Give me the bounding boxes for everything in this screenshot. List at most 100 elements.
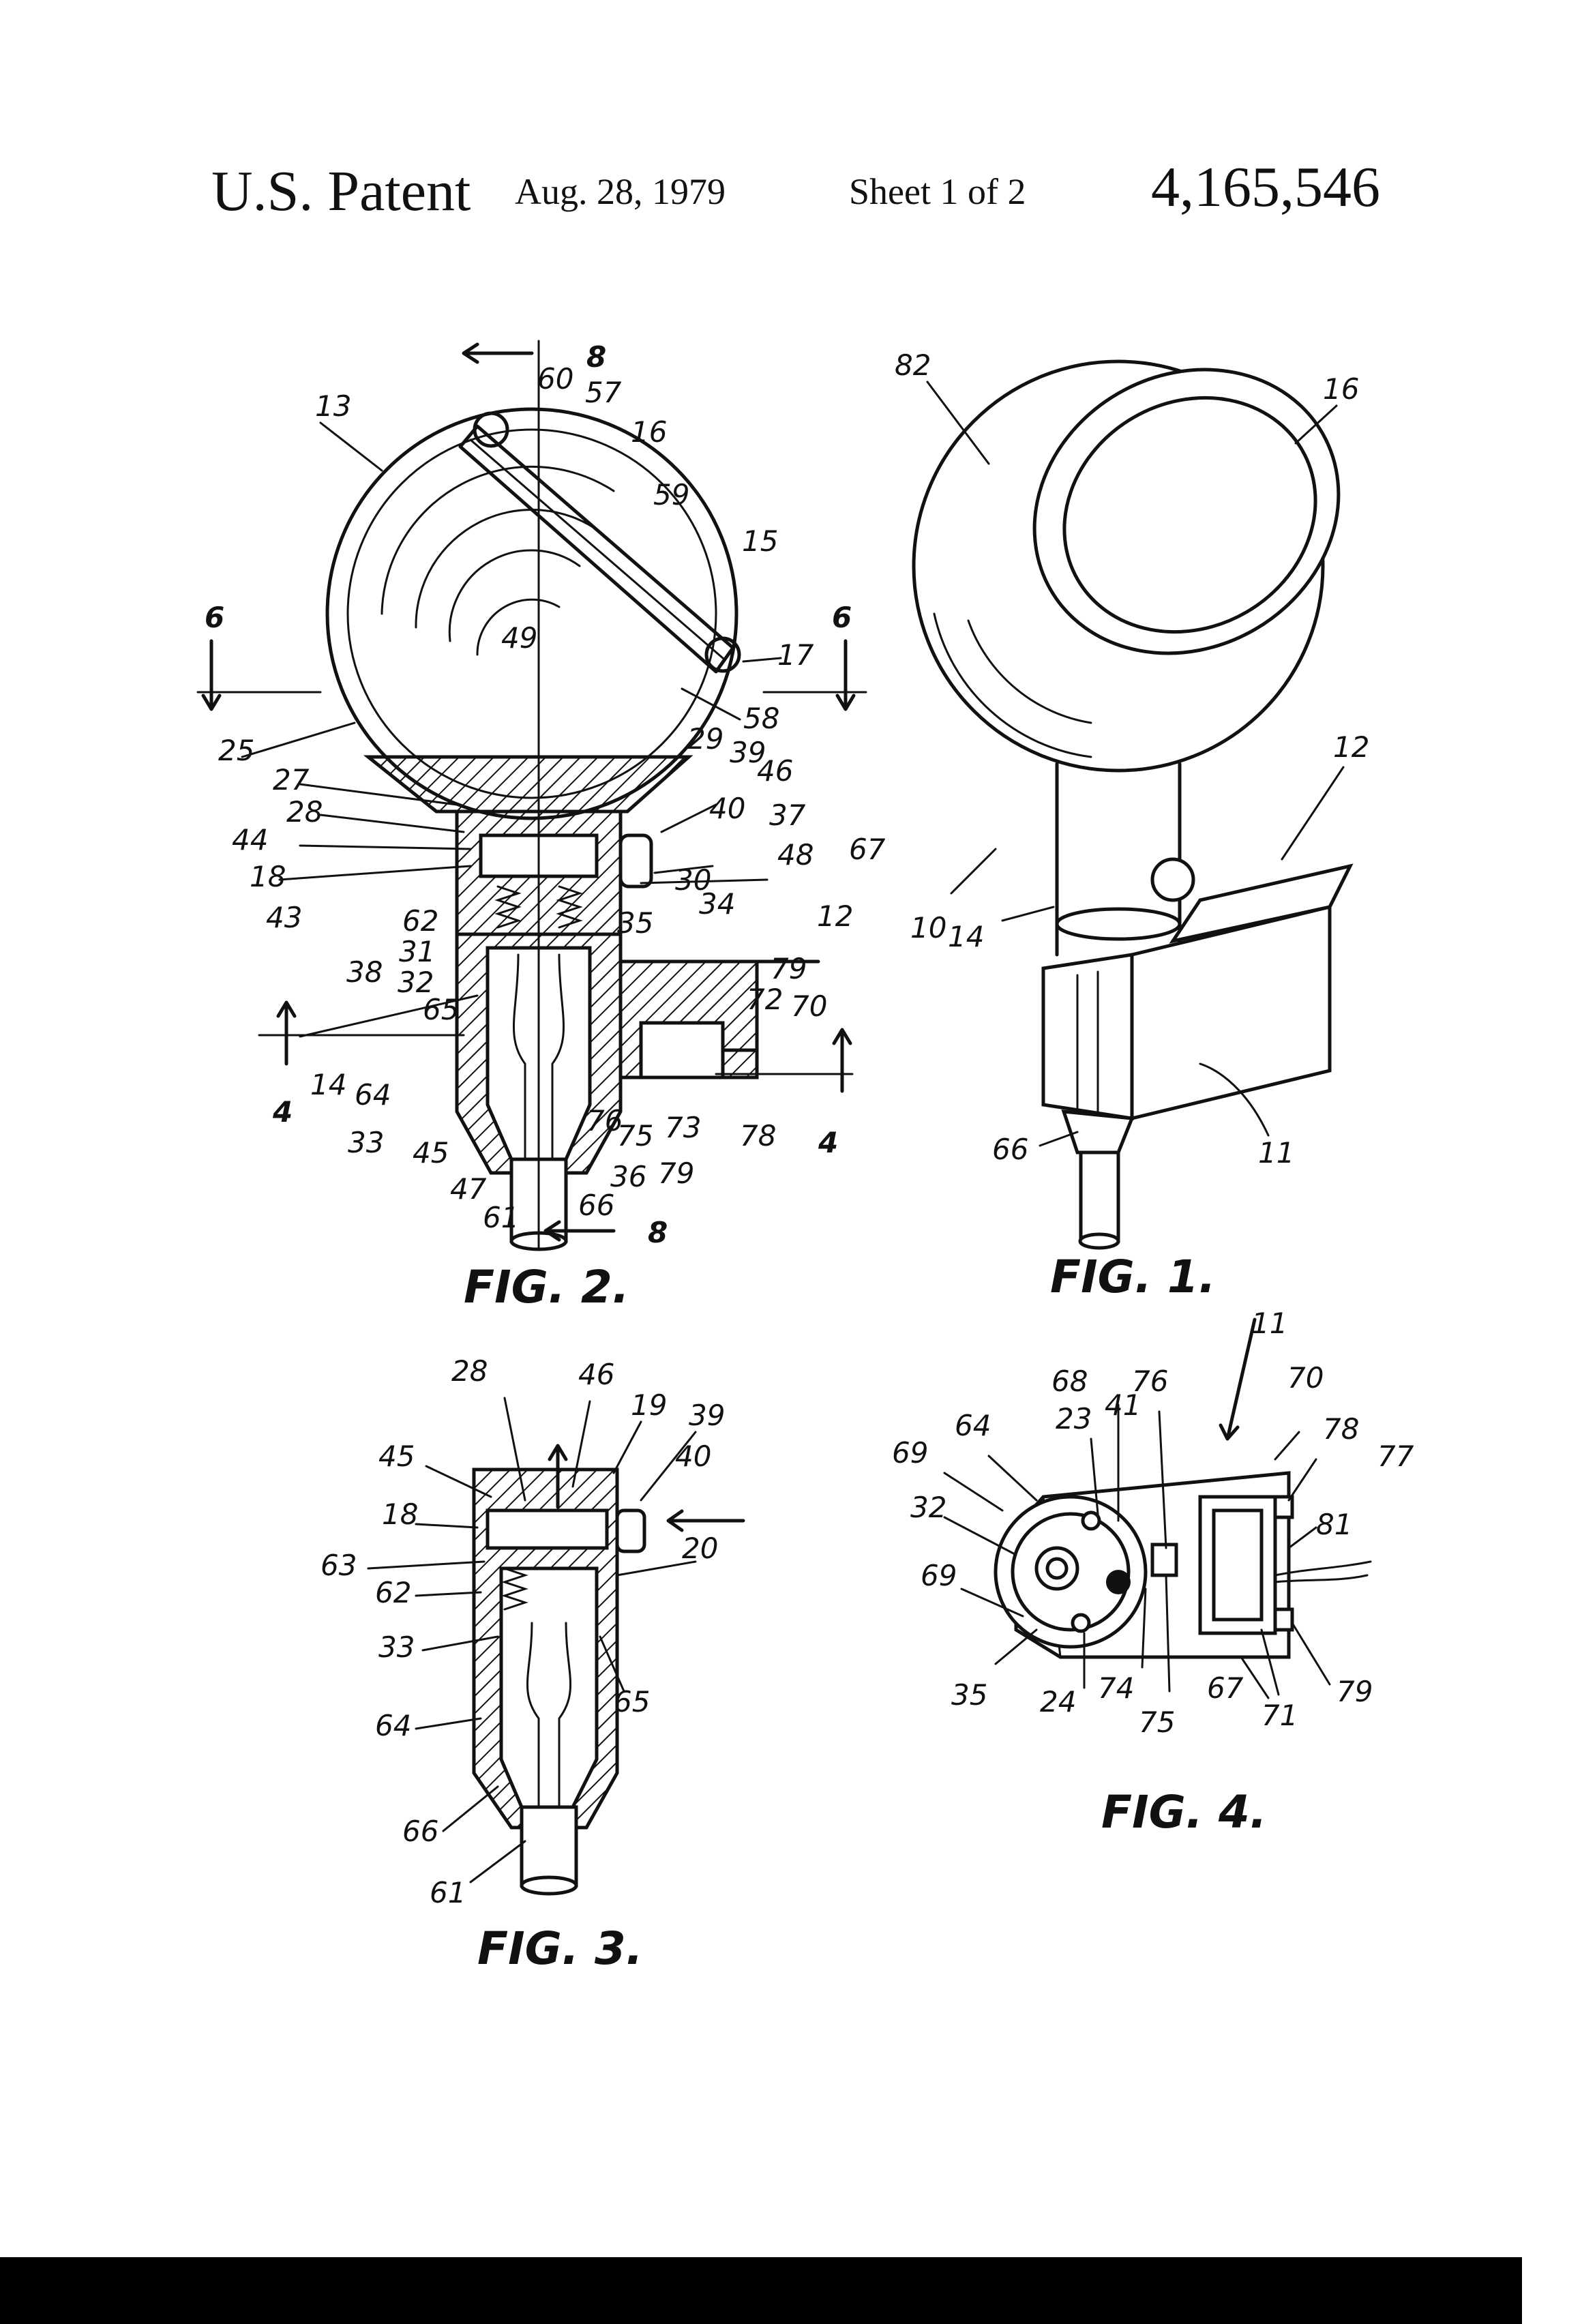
fig2-ref: 72 (747, 983, 783, 1016)
fig3-ref: 18 (382, 1498, 418, 1531)
sheet-number: Sheet 1 of 2 (849, 171, 1026, 212)
fig3-ref: 33 (378, 1630, 415, 1664)
fig3-ref: 40 (675, 1440, 711, 1473)
fig3-ref: 19 (631, 1388, 667, 1422)
fig2-ref: 44 (232, 823, 268, 856)
fig2-ref: 59 (653, 478, 689, 511)
fig4-ref: 75 (1139, 1705, 1175, 1739)
bottom-black-bar (0, 2257, 1522, 2324)
fig2-ref: 57 (585, 376, 622, 409)
fig2-ref: 30 (675, 863, 711, 897)
fig2-ref: 70 (791, 989, 827, 1023)
fig3-ref: 63 (320, 1549, 357, 1582)
fig2-ref: 8 (648, 1216, 668, 1249)
fig2-ref: 66 (578, 1189, 614, 1222)
fig2-ref: 67 (849, 833, 886, 866)
fig2-caption: FIG. 2. (464, 1261, 629, 1313)
fig2-ref: 14 (310, 1068, 346, 1101)
fig2-ref: 15 (742, 524, 778, 558)
fig2-ref: 18 (250, 860, 286, 893)
fig2-reference-numerals: 8 60 57 13 16 59 15 6 6 49 17 58 25 29 3… (205, 340, 886, 1249)
fig2-ref: 8 (586, 340, 606, 374)
fig4-drawing (943, 1317, 1372, 1699)
fig3-ref: 39 (689, 1399, 725, 1432)
fig4-ref: 32 (910, 1491, 946, 1524)
fig2-ref: 39 (730, 736, 766, 769)
fig2-ref: 4 (818, 1126, 838, 1159)
fig4-ref: 69 (921, 1559, 957, 1592)
fig3-caption: FIG. 3. (477, 1922, 643, 1975)
fig1-ref: 16 (1323, 372, 1359, 406)
fig2-ref: 37 (769, 799, 806, 832)
fig4-ref: 23 (1056, 1402, 1092, 1435)
fig4-ref: 67 (1207, 1671, 1244, 1705)
fig4-ref: 78 (1323, 1412, 1359, 1446)
fig1-ref: 14 (948, 920, 984, 953)
fig1-ref: 82 (895, 348, 931, 382)
fig4-ref: 70 (1287, 1361, 1324, 1395)
fig2-ref: 49 (501, 621, 537, 655)
fig2-ref: 43 (266, 901, 302, 934)
fig2-ref: 40 (709, 792, 745, 825)
fig3-drawing (367, 1397, 745, 1896)
fig2-drawing (196, 340, 867, 1251)
fig2-ref: 32 (398, 966, 434, 999)
fig2-ref: 79 (771, 952, 807, 985)
fig2-ref: 29 (687, 722, 723, 756)
fig3-ref: 66 (402, 1815, 438, 1848)
fig3-ref: 62 (375, 1576, 411, 1609)
fig2-ref: 13 (315, 389, 351, 423)
fig4-ref: 79 (1337, 1675, 1373, 1708)
fig2-ref: 61 (483, 1201, 519, 1234)
fig2-ref: 65 (423, 993, 459, 1026)
fig2-ref: 75 (617, 1119, 653, 1152)
fig2-ref: 46 (757, 754, 793, 788)
fig4-ref: 69 (892, 1436, 928, 1470)
fig1-caption: FIG. 1. (1050, 1251, 1216, 1303)
fig2-ref: 45 (413, 1136, 449, 1170)
patent-title: U.S. Patent (211, 160, 471, 223)
fig4-caption: FIG. 4. (1101, 1786, 1267, 1838)
fig4-ref: 11 (1251, 1307, 1287, 1340)
fig1-ref: 66 (992, 1133, 1028, 1166)
fig3-ref: 45 (378, 1440, 415, 1473)
fig2-ref: 78 (740, 1119, 776, 1152)
fig4-ref: 76 (1132, 1365, 1168, 1398)
fig2-ref: 76 (586, 1104, 623, 1137)
fig2-ref: 35 (617, 906, 653, 940)
fig4-ref: 81 (1316, 1508, 1352, 1541)
fig3-ref: 20 (682, 1532, 718, 1565)
fig4-ref: 64 (955, 1409, 991, 1442)
fig1-reference-numerals: 82 16 12 10 14 66 11 (895, 348, 1369, 1170)
fig2-ref: 38 (346, 955, 383, 989)
fig3-ref: 28 (451, 1354, 488, 1388)
fig2-ref: 58 (743, 702, 779, 735)
fig3-reference-numerals: 28 46 19 39 45 40 18 63 20 62 33 65 64 6… (320, 1354, 725, 1909)
fig2-ref: 16 (631, 415, 667, 449)
fig2-ref: 6 (205, 601, 224, 634)
fig3-ref: 65 (614, 1685, 650, 1718)
fig1-ref: 12 (1333, 730, 1369, 764)
fig2-ref: 17 (777, 638, 814, 672)
fig1-ref: 10 (910, 911, 946, 944)
fig3-ref: 61 (430, 1876, 466, 1909)
fig2-ref: 25 (218, 734, 254, 767)
fig1-ref: 11 (1258, 1136, 1294, 1170)
fig3-ref: 46 (578, 1358, 614, 1391)
fig2-ref: 27 (273, 763, 310, 796)
fig4-ref: 35 (951, 1678, 987, 1712)
fig2-ref: 47 (450, 1172, 487, 1206)
fig4-ref: 71 (1262, 1699, 1298, 1732)
fig4-reference-numerals: 11 68 76 70 64 23 41 78 69 77 32 81 69 3… (892, 1307, 1414, 1739)
fig2-ref: 73 (665, 1111, 701, 1144)
patent-date: Aug. 28, 1979 (515, 171, 726, 212)
fig3-ref: 64 (375, 1709, 411, 1742)
fig4-ref: 41 (1105, 1388, 1141, 1422)
fig4-ref: 68 (1051, 1365, 1088, 1398)
fig2-ref: 64 (355, 1078, 391, 1112)
fig4-ref: 77 (1377, 1440, 1414, 1473)
patent-number: 4,165,546 (1151, 155, 1380, 219)
fig2-ref: 34 (699, 887, 735, 921)
fig2-ref: 79 (658, 1157, 694, 1190)
